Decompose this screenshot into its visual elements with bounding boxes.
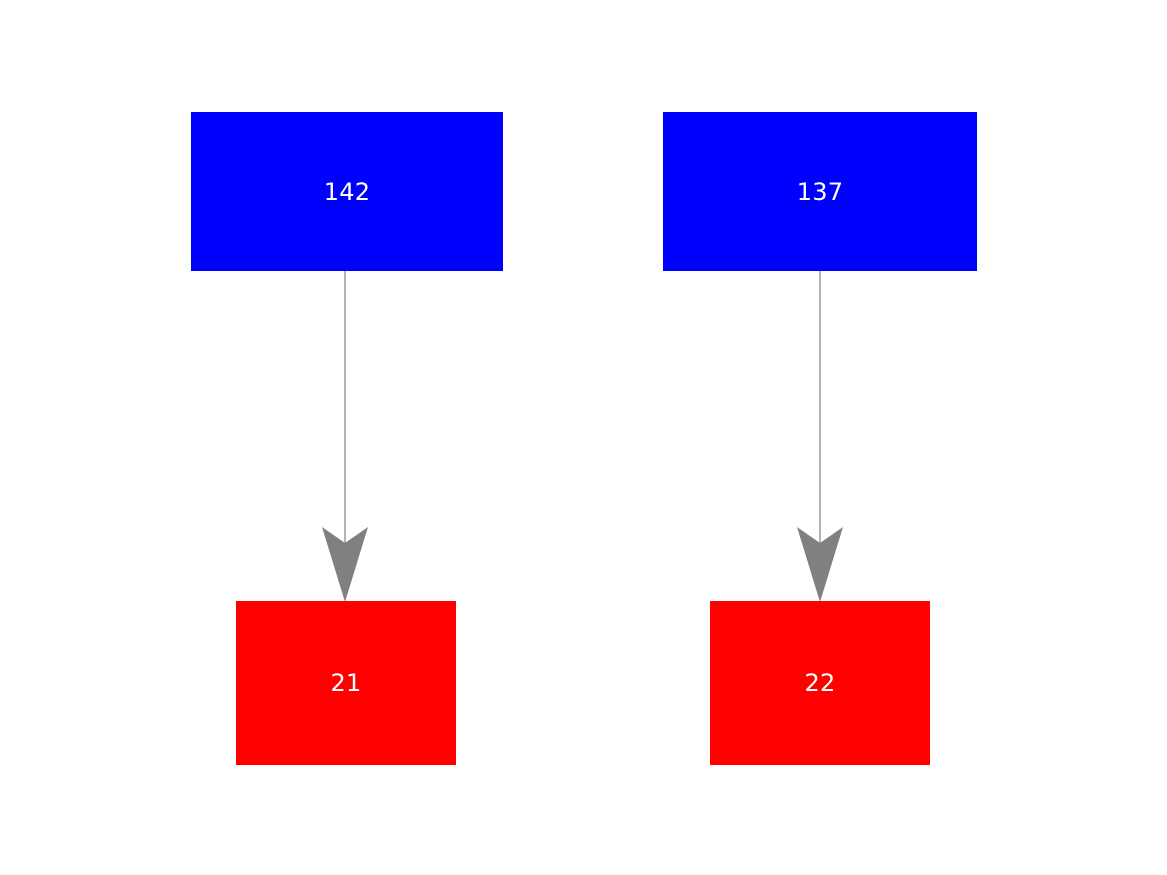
node-21[interactable]: 21 — [236, 601, 456, 765]
edge-142-to-21 — [322, 271, 368, 602]
arrowhead-icon — [322, 527, 368, 602]
node-137[interactable]: 137 — [663, 112, 977, 271]
node-142[interactable]: 142 — [191, 112, 503, 271]
node-label: 21 — [330, 669, 362, 697]
node-22[interactable]: 22 — [710, 601, 930, 765]
arrowhead-icon — [797, 527, 843, 602]
node-label: 142 — [323, 177, 371, 206]
edge-137-to-22 — [797, 271, 843, 602]
node-label: 137 — [796, 177, 844, 206]
node-label: 22 — [804, 669, 836, 697]
